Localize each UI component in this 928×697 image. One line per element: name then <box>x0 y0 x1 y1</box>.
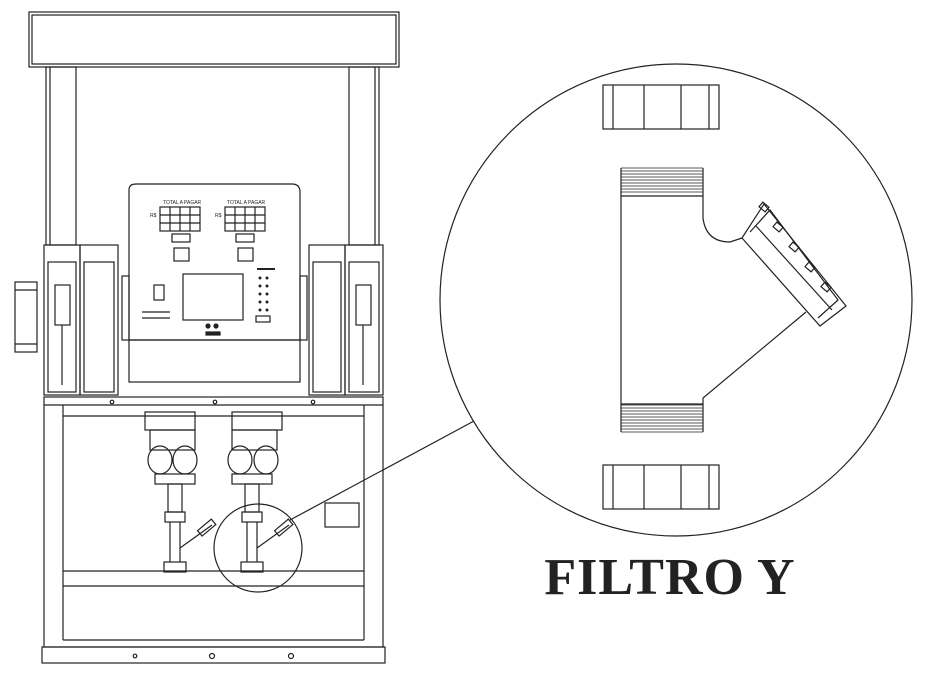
price-panel-left: TOTAL A PAGAR R$ <box>150 200 202 262</box>
thread-bottom <box>621 404 703 433</box>
hydraulic-frame <box>41 396 386 664</box>
frame-bolts <box>109 399 316 660</box>
callout-leader-line <box>289 420 475 521</box>
strainer-cap <box>741 201 847 327</box>
screen <box>182 273 244 321</box>
canopy <box>28 11 400 68</box>
hex-nut-top <box>602 84 720 130</box>
strainer-body <box>620 168 807 432</box>
display-head: TOTAL A PAGAR R$ TOTAL A PAGAR R$ <box>121 183 308 383</box>
currency-label-left: R$ <box>150 213 157 219</box>
y-strainer-detail <box>602 84 847 510</box>
price-header-right: TOTAL A PAGAR <box>227 200 266 206</box>
keypad <box>257 268 275 312</box>
pump-right <box>227 411 294 573</box>
nozzle-housing-left <box>14 244 119 396</box>
thread-top <box>621 167 703 193</box>
price-panel-right: TOTAL A PAGAR R$ <box>215 200 266 262</box>
nozzle-housing-right <box>308 244 384 396</box>
pump-left <box>144 411 217 573</box>
callout-circle-large <box>439 63 913 537</box>
currency-label-right: R$ <box>215 213 222 219</box>
price-header-left: TOTAL A PAGAR <box>163 200 202 206</box>
hex-nut-bottom <box>602 464 720 510</box>
diagram-caption: FILTRO Y <box>544 549 796 606</box>
callout-circle-small <box>213 503 303 593</box>
